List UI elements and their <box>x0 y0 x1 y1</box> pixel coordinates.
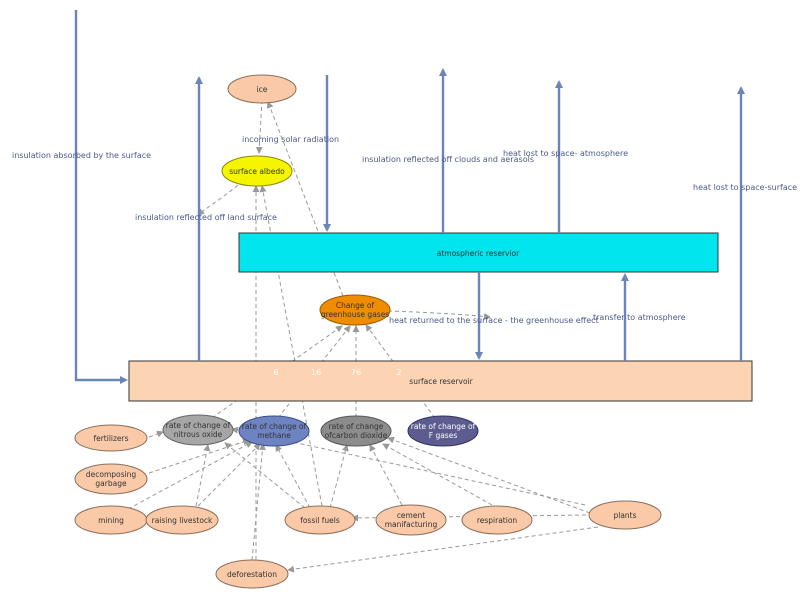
flow-label-heat-lost-surface: heat lost to space-surface <box>693 183 797 192</box>
flow-label-heat-lost-atmosphere: heat lost to space- atmosphere <box>503 149 628 158</box>
link-deforestation-to-methane[interactable] <box>251 443 266 561</box>
link-value-fgas: 2 <box>396 368 401 377</box>
flow-label-insulation-clouds: insulation reflected off clouds and aera… <box>362 155 534 164</box>
node-greenhouse-gases[interactable]: Change of greenhouse gases <box>319 294 391 326</box>
node-methane-label-2: methane <box>257 431 291 440</box>
node-mining[interactable]: mining <box>74 505 148 535</box>
node-fertilizers-label: fertilizers <box>93 434 128 443</box>
link-plants-to-deforestation[interactable] <box>287 526 599 573</box>
node-ice[interactable]: ice <box>227 74 297 104</box>
link-livestock-to-nitrous[interactable] <box>195 444 211 507</box>
node-fgas-label-1: rate of change of <box>411 422 476 431</box>
link-mining-to-methane[interactable] <box>127 441 253 510</box>
link-fossil-to-methane[interactable] <box>275 444 311 509</box>
link-fossil-to-co2[interactable] <box>329 444 349 509</box>
node-f-gases[interactable]: rate of change of F gases <box>407 415 479 447</box>
node-surface-albedo[interactable]: surface albedo <box>221 155 293 187</box>
link-cement-to-co2[interactable] <box>369 444 403 506</box>
node-fossil-label: fossil fuels <box>300 516 340 525</box>
node-deforestation[interactable]: deforestation <box>215 559 289 589</box>
link-fossil-to-nitrous[interactable] <box>224 442 306 509</box>
link-value-methane: 16 <box>311 368 321 377</box>
node-raising-livestock[interactable]: raising livestock <box>145 505 219 535</box>
link-ice-to-albedo[interactable] <box>255 99 263 154</box>
node-methane[interactable]: rate of change of methane <box>238 415 310 447</box>
surface-reservoir-label: surface reservoir <box>409 377 473 386</box>
surface-reservoir[interactable] <box>128 360 753 402</box>
node-nitrous-label-2: nitrous oxide <box>174 430 223 439</box>
node-garbage-label-2: garbage <box>95 479 127 488</box>
flow-insulation-absorbed[interactable] <box>74 10 128 384</box>
flow-pipes <box>74 10 745 384</box>
node-co2-label-1: rate of change <box>329 422 384 431</box>
node-plants[interactable]: plants <box>588 500 662 530</box>
link-livestock-to-methane[interactable] <box>197 443 261 507</box>
node-nitrous-label-1: rate of change of <box>166 421 231 430</box>
node-greenhouse-label-1: Change of <box>336 301 375 310</box>
node-cement-label-1: cement <box>397 511 425 520</box>
node-methane-label-1: rate of change of <box>242 422 307 431</box>
node-co2-label-2: ofcarbon dioxide <box>325 431 388 440</box>
node-fossil-fuels[interactable]: fossil fuels <box>284 505 356 535</box>
link-plants-to-co2[interactable] <box>387 436 591 514</box>
node-respiration[interactable]: respiration <box>461 505 533 535</box>
link-value-nitrous: 6 <box>273 368 278 377</box>
node-greenhouse-label-2: greenhouse gases <box>321 310 390 319</box>
node-garbage-label-1: decomposing <box>86 470 136 479</box>
node-livestock-label: raising livestock <box>152 516 213 525</box>
node-plants-label: plants <box>613 511 636 520</box>
link-garbage-to-methane[interactable] <box>148 438 250 474</box>
node-fgas-label-2: F gases <box>429 431 458 440</box>
node-surface-albedo-label: surface albedo <box>229 167 285 176</box>
link-respiration-to-co2[interactable] <box>382 443 493 506</box>
flow-label-heat-returned: heat returned to the surface - the green… <box>389 316 599 325</box>
link-value-co2: 76 <box>351 368 361 377</box>
node-ice-label: ice <box>257 85 268 94</box>
link-albedo-to-insulation-land[interactable] <box>197 184 239 216</box>
flow-label-insulation-absorbed: insulation absorbed by the surface <box>12 151 151 160</box>
node-fertilizers[interactable]: fertilizers <box>74 424 148 452</box>
node-mining-label: mining <box>98 516 124 525</box>
atmospheric-reservoir[interactable] <box>238 232 719 273</box>
link-fertilizers-to-nitrous[interactable] <box>148 430 164 438</box>
node-decomposing-garbage[interactable]: decomposing garbage <box>74 463 148 495</box>
node-deforestation-label: deforestation <box>227 570 277 579</box>
node-nitrous-oxide[interactable]: rate of change of nitrous oxide <box>162 414 234 446</box>
node-cement-label-2: manifacturing <box>385 520 438 529</box>
node-carbon-dioxide[interactable]: rate of change ofcarbon dioxide <box>320 415 392 447</box>
flow-label-insulation-land: insulation reflected off land surface <box>135 213 277 222</box>
link-fossil-to-albedo[interactable] <box>259 185 323 507</box>
atmospheric-reservoir-label: atmospheric reservior <box>437 249 520 258</box>
node-respiration-label: respiration <box>477 516 518 525</box>
flow-label-incoming-solar: incoming solar radiation <box>242 135 339 144</box>
flow-label-transfer-atmosphere: transfer to atmosphere <box>593 313 686 322</box>
node-cement-manufacturing[interactable]: cement manifacturing <box>375 504 447 536</box>
